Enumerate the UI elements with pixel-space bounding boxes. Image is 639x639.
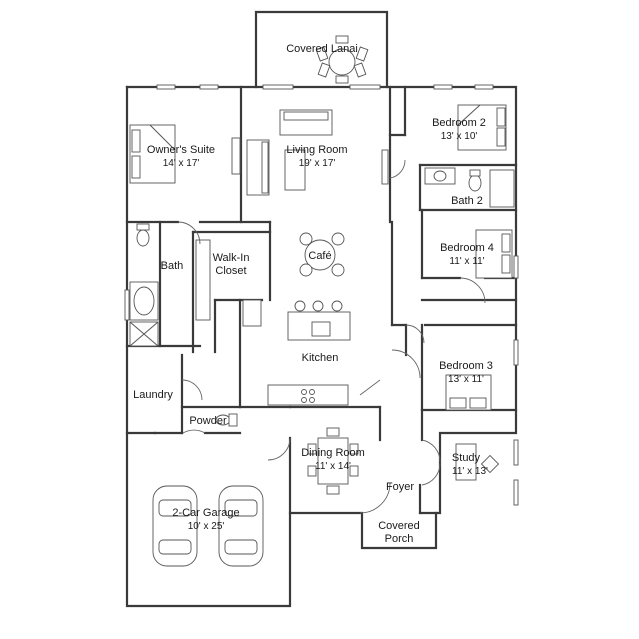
label-study: Study bbox=[452, 452, 481, 464]
car-icon bbox=[152, 485, 264, 567]
size-living-room: 19' x 17' bbox=[299, 158, 336, 169]
size-bedroom-4: 11' x 11' bbox=[449, 256, 484, 267]
interior-walls bbox=[125, 85, 518, 515]
bath-2-fixtures-icon bbox=[424, 167, 515, 208]
study-desk-icon bbox=[455, 443, 500, 481]
label-laundry: Laundry bbox=[133, 389, 173, 401]
dining-table-icon bbox=[307, 427, 359, 495]
bed-4-icon bbox=[475, 229, 513, 279]
cafe-table-icon bbox=[299, 232, 345, 277]
room-labels: Covered Lanai Owner's Suite 14' x 17' Li… bbox=[133, 43, 494, 545]
bed-icon bbox=[129, 124, 176, 184]
label-porch: Porch bbox=[385, 533, 414, 545]
size-study: 11' x 13' bbox=[452, 466, 488, 477]
label-foyer: Foyer bbox=[386, 481, 414, 493]
bed-2-icon bbox=[457, 104, 507, 151]
label-covered-lanai: Covered Lanai bbox=[286, 43, 358, 55]
label-bedroom-2: Bedroom 2 bbox=[432, 117, 486, 129]
windows bbox=[124, 84, 519, 506]
label-kitchen: Kitchen bbox=[302, 352, 339, 364]
label-living-room: Living Room bbox=[286, 144, 347, 156]
label-bedroom-4: Bedroom 4 bbox=[440, 242, 494, 254]
label-garage: 2-Car Garage bbox=[172, 507, 239, 519]
label-bath-2: Bath 2 bbox=[451, 195, 483, 207]
label-owners-suite: Owner's Suite bbox=[147, 144, 215, 156]
size-owners-suite: 14' x 17' bbox=[163, 158, 200, 169]
label-dining-room: Dining Room bbox=[301, 447, 365, 459]
powder-fixtures-icon bbox=[215, 413, 238, 427]
door-swings bbox=[177, 159, 486, 514]
size-bedroom-2: 13' x 10' bbox=[441, 131, 478, 142]
bed-3-icon bbox=[445, 374, 492, 411]
label-walk-in: Walk-In bbox=[213, 252, 250, 264]
size-dining-room: 11' x 14' bbox=[315, 461, 351, 472]
label-powder: Powder bbox=[189, 415, 227, 427]
label-cafe: Café bbox=[308, 250, 331, 262]
label-bath: Bath bbox=[161, 260, 184, 272]
kitchen-counter-icon bbox=[267, 384, 349, 406]
sofa-icon bbox=[246, 109, 333, 196]
size-garage: 10' x 25' bbox=[188, 521, 225, 532]
label-covered: Covered bbox=[378, 520, 420, 532]
lanai-table-icon bbox=[315, 35, 369, 84]
tv-icon bbox=[231, 137, 389, 185]
size-bedroom-3: 13' x 11' bbox=[448, 374, 484, 385]
label-bedroom-3: Bedroom 3 bbox=[439, 360, 493, 372]
label-closet: Closet bbox=[215, 265, 246, 277]
owner-bath-fixtures-icon bbox=[129, 223, 262, 347]
kitchen-island-icon bbox=[287, 300, 351, 341]
